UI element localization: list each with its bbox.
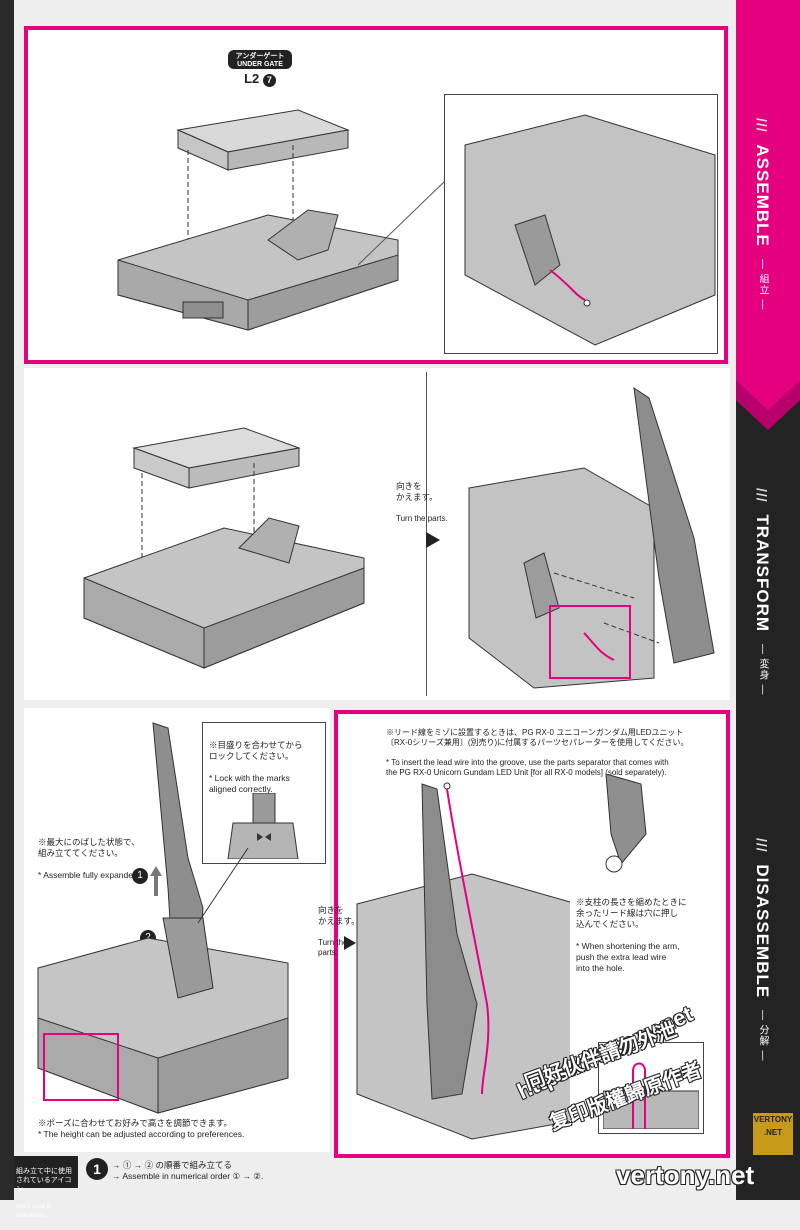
turn-parts-en-2: Turn the parts. [318,938,348,957]
parts-separator-illustration [605,774,647,873]
watermark-site: vertony.net [616,1160,755,1190]
step-panel-2: 向きを かえます。 Turn the parts. [24,368,730,700]
sidebar-chevron-decoration [736,340,800,430]
turn-parts-jp-2: 向きを かえます。 [318,905,360,926]
tab-assemble-label: ASSEMBLE [753,144,772,247]
under-gate-en: UNDER GATE [237,61,283,68]
expand-note-en: * Assemble fully expanded. [38,870,141,880]
tab-disassemble-label: DISASSEMBLE [753,864,772,999]
step2-lid-illustration [83,427,365,669]
part-number-badge-2: 7 [617,1045,629,1056]
groove-detail-illustration [464,114,716,346]
sidebar-active-highlight [736,0,800,360]
turn-parts-en: Turn the parts. [396,514,448,523]
turn-parts-note-2: 向きを かえます。 Turn the parts. [318,894,368,969]
under-gate-jp: アンダーゲート [235,53,285,60]
lock-marks-illustration [227,793,299,859]
tab-transform-label: TRANSFORM [753,514,772,633]
number-icon: 1 [86,1158,108,1180]
tab-disassemble[interactable]: /// DISASSEMBLE — 分解 — [742,838,772,1062]
slash-icon: /// [754,118,770,133]
hole-detail-box: L2 7 [598,1042,704,1134]
callout-connector [358,180,447,266]
tab-disassemble-sublabel: — 分解 — [757,1009,768,1062]
step1-assembly-illustration [117,109,399,331]
part-number-badge: 7 [262,74,276,87]
lead-wire-note: ※リード線をミゾに設置するときは、PG RX-0 ユニコーンガンダム用LEDユニ… [386,718,722,788]
left-binding-bar [0,0,14,1200]
lead-wire-note-en: * To insert the lead wire into the groov… [386,758,669,777]
tab-assemble-sublabel: — 組立 — [757,258,768,311]
tab-transform-sublabel: — 変身 — [757,643,768,696]
hole-illustration [603,1062,699,1129]
shorten-note-jp: ※支柱の長さを縮めたときに 余ったリード線は穴に押し 込んでください。 [576,897,687,929]
part-label-2: L2 7 [603,1045,629,1056]
arrow-right-icon [344,936,356,950]
tab-assemble[interactable]: /// ASSEMBLE — 組立 — [742,118,772,310]
arrow-right-icon [426,532,440,548]
tab-transform[interactable]: /// TRANSFORM — 変身 — [742,488,772,695]
height-note: ※ポーズに合わせてお好みで高さを調節できます。 * The height can… [38,1118,244,1140]
step3-extended-arm-illustration [37,722,289,1114]
detail-callout-box [444,94,718,354]
order-note: → ① → ② の順番で組み立てる → Assemble in numerica… [112,1160,264,1181]
expand-note-jp: ※最大にのばした状態で、 組み立ててください。 [38,837,140,858]
expand-note: ※最大にのばした状態で、 組み立ててください。 * Assemble fully… [38,826,140,892]
turn-parts-note: 向きを かえます。 Turn the parts. [396,470,456,535]
slash-icon: /// [754,838,770,853]
lock-note-jp: ※目盛りを合わせてから ロックしてください。 [209,740,303,761]
shorten-note-box: ※支柱の長さを縮めたときに 余ったリード線は穴に押し 込んでください。 * Wh… [570,882,710,1136]
lead-wire-note-jp: ※リード線をミゾに設置するときは、PG RX-0 ユニコーンガンダム用LEDユニ… [386,728,689,747]
under-gate-tag: アンダーゲート UNDER GATE L2 7 [228,50,292,87]
step-panel-1: アンダーゲート UNDER GATE L2 7 [24,26,728,364]
part-label: L2 7 [228,71,292,87]
vertony-badge: VERTONY .NET [752,1112,794,1156]
shorten-note-en: * When shortening the arm, push the extr… [576,941,680,973]
step2-arm-illustration [468,386,715,689]
arrow-up-icon [150,866,162,896]
lock-note-en: * Lock with the marks aligned correctly. [209,773,290,794]
lock-detail-box: ※目盛りを合わせてから ロックしてください。 * Lock with the m… [202,722,326,864]
step-panel-3: ※目盛りを合わせてから ロックしてください。 * Lock with the m… [24,708,330,1152]
shorten-note: ※支柱の長さを縮めたときに 余ったリード線は穴に押し 込んでください。 * Wh… [576,886,687,985]
height-note-jp: ※ポーズに合わせてお好みで高さを調節できます。 [38,1118,232,1128]
turn-parts-jp: 向きを かえます。 [396,481,438,502]
icon-legend-label: 組み立て中に使用 されているアイコン Icons used in instruc… [14,1156,78,1219]
step-panel-4: ※リード線をミゾに設置するときは、PG RX-0 ユニコーンガンダム用LEDユニ… [318,710,730,1158]
slash-icon: /// [754,488,770,503]
lock-note: ※目盛りを合わせてから ロックしてください。 * Lock with the m… [209,729,303,806]
height-note-en: * The height can be adjusted according t… [38,1129,245,1139]
step-number-1-badge: 1 [132,868,148,884]
step4-wire-routing-illustration [356,782,613,1140]
